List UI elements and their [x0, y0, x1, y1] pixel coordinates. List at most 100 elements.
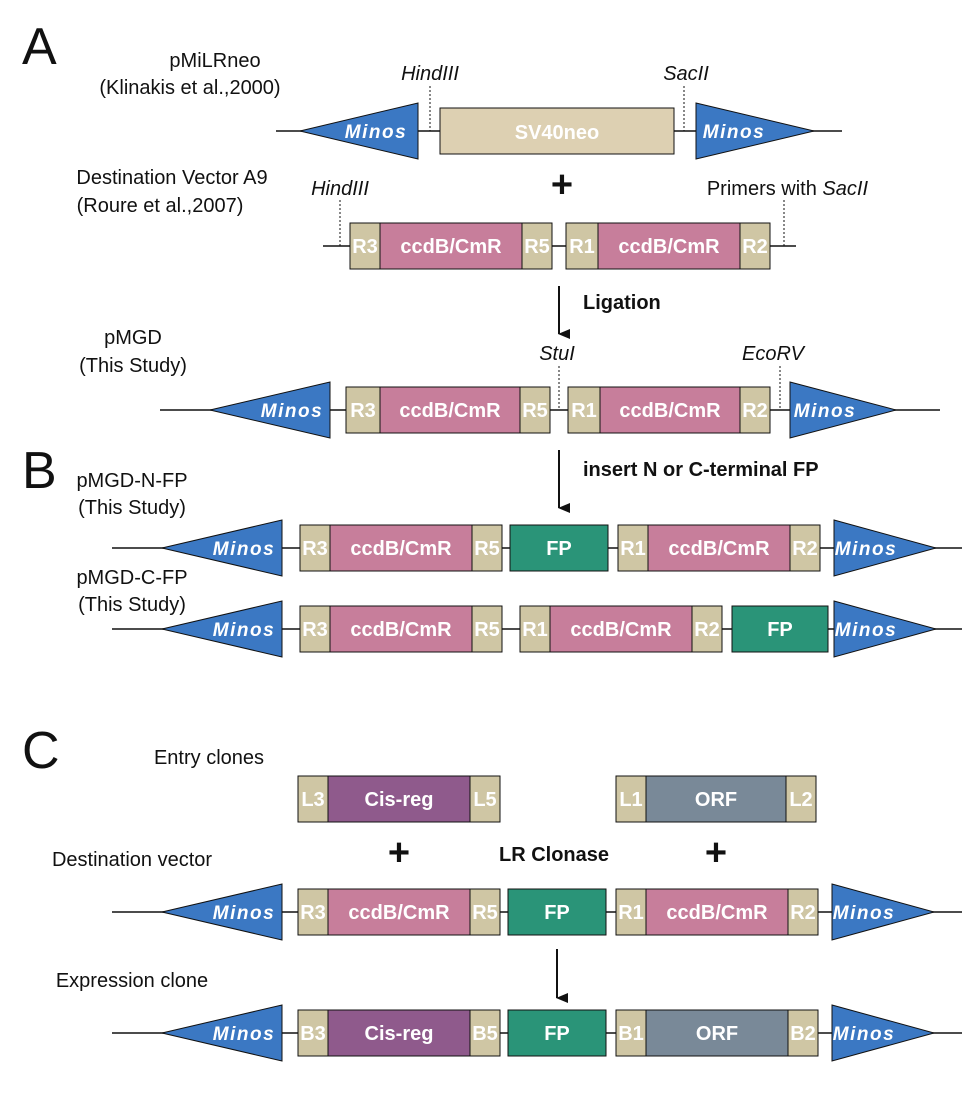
b5-site: [469, 1009, 501, 1057]
pmilrneo-name: pMiLRneo: [169, 50, 260, 72]
l3-site: [297, 775, 329, 823]
r5-label: R5: [474, 538, 500, 560]
b5-label: B5: [472, 1023, 498, 1045]
ccdb-cmr-label: ccdB/CmR: [668, 538, 770, 560]
r5-label: R5: [524, 236, 550, 258]
minos-right-triangle: [831, 883, 936, 941]
lr-clonase-label: LR Clonase: [499, 844, 609, 866]
cis-reg-label: Cis-reg: [365, 789, 434, 811]
minos-label: Minos: [794, 401, 856, 422]
minos-label: Minos: [261, 401, 323, 422]
expression-clone-label: Expression clone: [56, 970, 208, 992]
pmilrneo-reference: (Klinakis et al.,2000): [99, 77, 280, 99]
b3-label: B3: [300, 1023, 326, 1045]
minos-label: Minos: [213, 539, 275, 560]
plus-sign: +: [551, 164, 573, 206]
minos-left-triangle: [161, 600, 283, 658]
ecorv-site-label: EcoRV: [742, 343, 806, 365]
minos-right-triangle: [833, 519, 938, 577]
r5-label: R5: [474, 619, 500, 641]
pmgd-c-fp-name: pMGD-C-FP: [76, 567, 187, 589]
fp-label: FP: [546, 538, 572, 560]
plus-sign-left: +: [388, 832, 410, 874]
minos-right-triangle: [831, 1004, 936, 1062]
r2-site: [739, 386, 771, 434]
minos-label: Minos: [213, 903, 275, 924]
l5-site: [469, 775, 501, 823]
ccdb-cmr-box: [647, 524, 791, 572]
r5-label: R5: [472, 902, 498, 924]
r1-site: [519, 605, 551, 653]
pmilrneo-construct: Minos SV40neo Minos: [276, 86, 842, 160]
ccdb-cmr-box: [549, 605, 693, 653]
cis-reg-box: [327, 1009, 471, 1057]
primers-label: Primers with SacII: [707, 178, 869, 200]
pmgd-construct: Minos R3 ccdB/CmR R5 R1 ccdB/CmR R2 Mino…: [160, 366, 940, 439]
ccdb-cmr-label: ccdB/CmR: [350, 619, 452, 641]
cis-reg-box: [327, 775, 471, 823]
b3-site: [297, 1009, 329, 1057]
r3-label: R3: [352, 236, 378, 258]
r2-site: [789, 524, 821, 572]
primers-prefix: Primers with: [707, 178, 823, 200]
r3-label: R3: [350, 400, 376, 422]
r5-site: [471, 524, 503, 572]
r2-label: R2: [790, 902, 816, 924]
destination-vector-a9-reference: (Roure et al.,2007): [77, 195, 244, 217]
orf-label: ORF: [696, 1023, 738, 1045]
plus-sign-right: +: [705, 832, 727, 874]
r5-site: [469, 888, 501, 936]
minos-left-triangle: [161, 519, 283, 577]
r3-site: [297, 888, 329, 936]
ccdb-cmr-box: [379, 386, 521, 434]
entry-clones-label: Entry clones: [154, 747, 264, 769]
r2-label: R2: [742, 236, 768, 258]
r3-site: [299, 605, 331, 653]
l1-label: L1: [619, 789, 642, 811]
ccdb-cmr-label: ccdB/CmR: [619, 400, 721, 422]
stui-site-label: StuI: [539, 343, 575, 365]
r5-site: [519, 386, 551, 434]
b2-site: [787, 1009, 819, 1057]
minos-label: Minos: [703, 122, 765, 143]
pmgd-n-fp-reference: (This Study): [78, 497, 186, 519]
minos-label: Minos: [213, 620, 275, 641]
fp-label: FP: [767, 619, 793, 641]
sv40neo-label: SV40neo: [515, 122, 599, 144]
l2-site: [785, 775, 817, 823]
fp-box: [731, 605, 829, 653]
pmgd-n-fp-name: pMGD-N-FP: [76, 470, 187, 492]
minos-right-triangle: [833, 600, 938, 658]
minos-label: Minos: [345, 122, 407, 143]
ccdb-cmr-box: [379, 222, 523, 270]
hindiii-site-label: HindIII: [401, 63, 459, 85]
b1-site: [615, 1009, 647, 1057]
entry-clone-cis-reg: L3 Cis-reg L5: [297, 775, 501, 823]
r2-site: [691, 605, 723, 653]
r3-label: R3: [300, 902, 326, 924]
minos-left-triangle: [161, 883, 283, 941]
pmgd-c-fp-construct: Minos R3 ccdB/CmR R5 R1 ccdB/CmR R2 FP M…: [112, 600, 962, 658]
minos-right-triangle: [789, 381, 898, 439]
panel-label-c: C: [22, 722, 60, 780]
r1-site: [615, 888, 647, 936]
orf-label: ORF: [695, 789, 737, 811]
r3-label: R3: [302, 619, 328, 641]
sv40neo-box: [439, 107, 675, 155]
fp-label: FP: [544, 1023, 570, 1045]
l3-label: L3: [301, 789, 324, 811]
l2-label: L2: [789, 789, 812, 811]
ccdb-cmr-label: ccdB/CmR: [570, 619, 672, 641]
r2-site: [739, 222, 771, 270]
r5-site: [471, 605, 503, 653]
b2-label: B2: [790, 1023, 816, 1045]
cis-reg-label: Cis-reg: [365, 1023, 434, 1045]
r1-label: R1: [620, 538, 646, 560]
r5-site: [521, 222, 553, 270]
pmgd-name: pMGD: [104, 327, 162, 349]
ccdb-cmr-label: ccdB/CmR: [399, 400, 501, 422]
pmgd-c-fp-reference: (This Study): [78, 594, 186, 616]
r5-label: R5: [522, 400, 548, 422]
b1-label: B1: [618, 1023, 644, 1045]
